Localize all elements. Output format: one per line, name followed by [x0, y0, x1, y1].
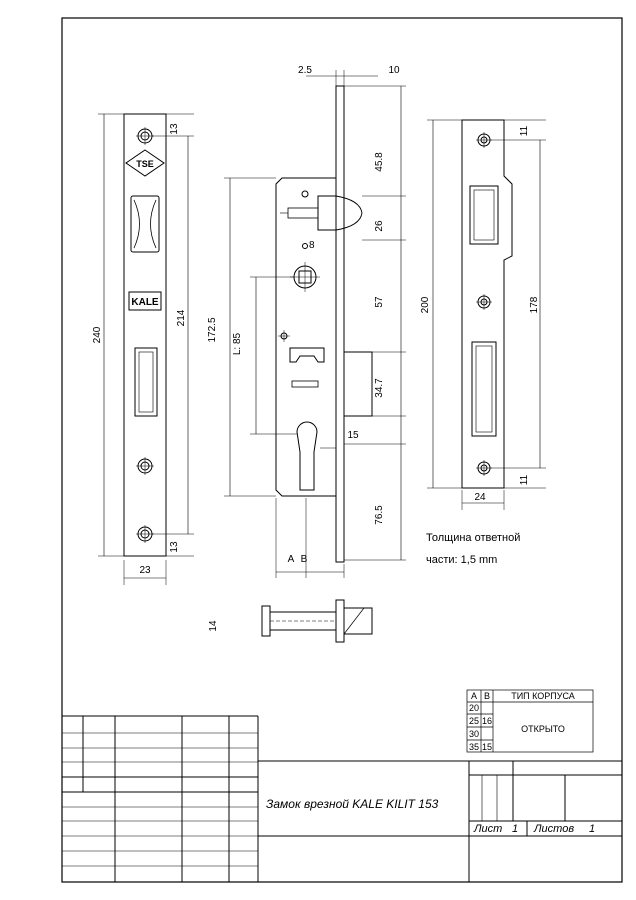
screw-hole-upper-mid — [136, 457, 154, 475]
drawing-title: Замок врезной KALE KILIT 153 — [266, 797, 439, 811]
case-type-value: ОТКРЫТО — [521, 724, 565, 734]
faceplate-outline — [123, 113, 167, 557]
lock-body-outline — [275, 177, 337, 497]
strike-note-line2: части: 1,5 mm — [426, 554, 497, 566]
sheets-label: Листов — [533, 823, 574, 835]
case-row-2-a: 25 — [469, 716, 479, 726]
case-row-4-b: 15 — [482, 742, 492, 752]
strike-hole-top — [476, 132, 492, 148]
sheet-frame — [61, 17, 623, 883]
cylinder-hole — [296, 421, 318, 491]
front-dim-length: 240 — [92, 326, 103, 343]
strike-hole-mid — [476, 294, 492, 310]
latch-bolt — [317, 195, 337, 231]
bottom-dim-thick: 14 — [208, 620, 219, 632]
screw-hole-bottom — [136, 525, 154, 543]
strike-dim-between-holes: 178 — [529, 296, 540, 313]
side-label-b: B — [301, 554, 308, 565]
strike-dim-bottom-hole: 11 — [519, 474, 530, 485]
case-table-col-type: ТИП КОРПУСА — [511, 691, 575, 701]
strike-hole-bottom — [476, 460, 492, 476]
side-dim-body: 172.5 — [207, 317, 218, 342]
strike-bolt-window — [471, 341, 497, 437]
side-dim-bolt: 34.7 — [374, 378, 385, 398]
case-table-col-a: A — [471, 691, 477, 701]
side-dim-backset: L: 85 — [232, 332, 243, 355]
side-dim-bolt-throw: 15 — [347, 430, 359, 441]
side-label-a: A — [288, 554, 295, 565]
sheet-label: Лист — [473, 823, 502, 835]
side-dim-top: 45.8 — [374, 152, 385, 172]
front-dim-between-holes: 214 — [176, 309, 187, 326]
side-dim-thickness: 10 — [388, 65, 400, 76]
kale-logo-box — [128, 291, 162, 311]
strike-dim-width: 24 — [474, 492, 486, 503]
strike-dim-length: 200 — [420, 296, 431, 313]
side-dim-offset: 2.5 — [298, 65, 312, 76]
strike-plate-view — [427, 119, 546, 510]
side-dim-bottom: 76.5 — [374, 505, 385, 525]
front-dim-top-hole: 13 — [169, 123, 180, 135]
strike-plate-outline — [461, 119, 513, 489]
side-dim-mid: 57 — [374, 296, 385, 308]
dead-bolt — [343, 351, 373, 417]
screw-hole-top — [136, 127, 154, 145]
strike-note-line1: Толщина ответной — [426, 532, 520, 544]
cam-slot — [289, 347, 325, 363]
side-faceplate — [335, 85, 345, 563]
sheets-value: 1 — [589, 823, 595, 835]
case-row-2-b: 16 — [482, 716, 492, 726]
tse-logo-text: TSE — [136, 159, 154, 169]
bottom-view — [261, 599, 373, 643]
kale-logo-text: KALE — [131, 297, 159, 308]
front-dim-width: 23 — [139, 565, 151, 576]
sheet-value: 1 — [512, 823, 518, 835]
side-dim-latch: 26 — [374, 220, 385, 232]
latch-window — [130, 195, 160, 253]
tse-logo-diamond — [125, 149, 165, 177]
side-dim-square: 8 — [309, 240, 315, 251]
case-row-1-a: 20 — [469, 703, 479, 713]
case-table-col-b: B — [484, 691, 490, 701]
case-type-table — [466, 689, 594, 753]
case-row-3-a: 30 — [469, 729, 479, 739]
front-dim-bottom-hole: 13 — [169, 541, 180, 553]
bolt-slot — [134, 347, 158, 417]
strike-latch-window — [469, 185, 499, 245]
front-view — [98, 113, 194, 585]
case-row-4-a: 35 — [469, 742, 479, 752]
side-view — [224, 70, 406, 578]
title-block — [62, 715, 622, 882]
strike-dim-top-hole: 11 — [519, 125, 530, 136]
